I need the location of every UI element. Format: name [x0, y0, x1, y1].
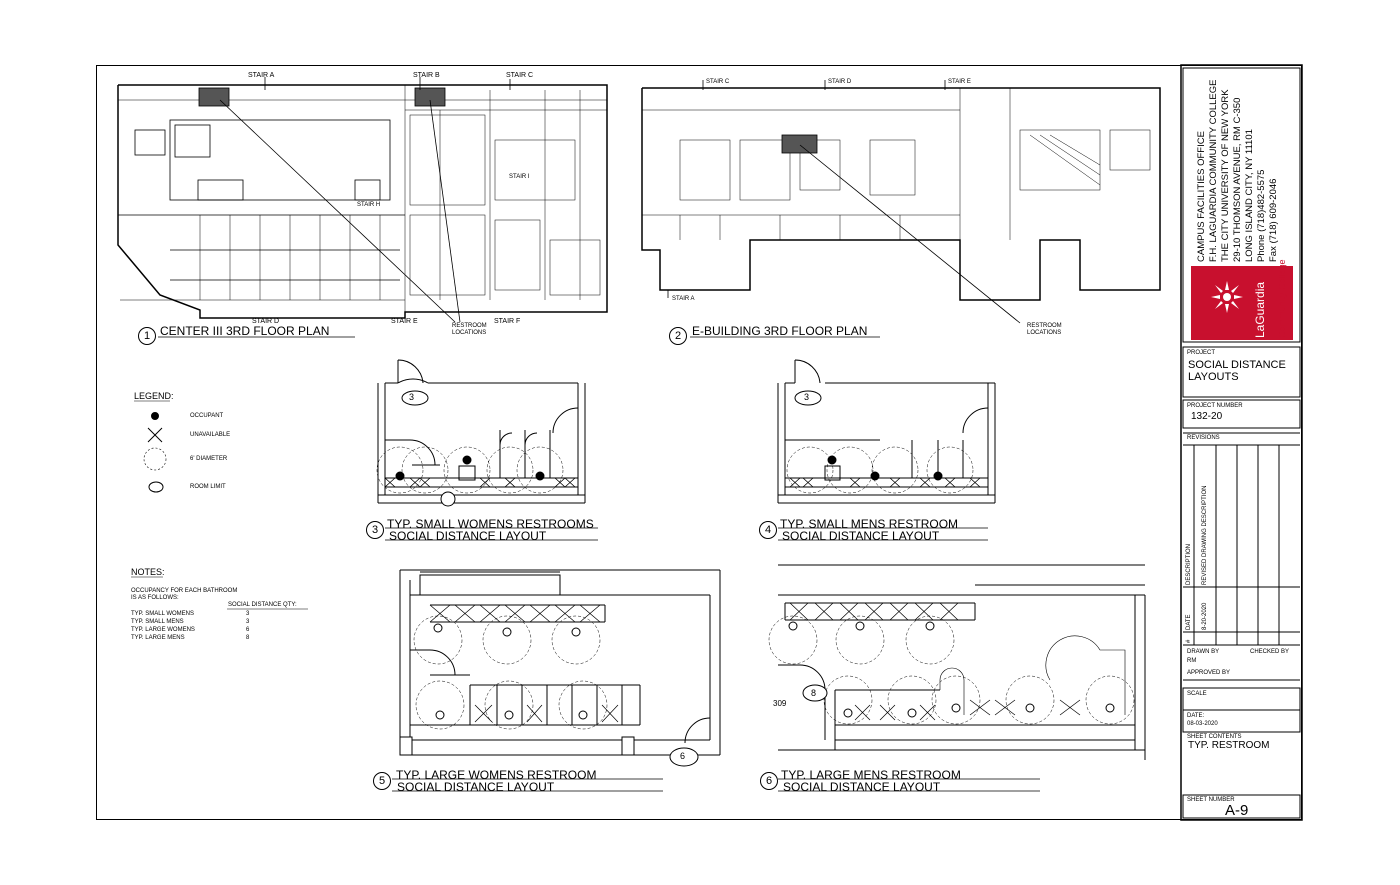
plan-5-room-number: 6	[680, 751, 686, 761]
notes-row-label: TYP. SMALL MENS	[131, 619, 184, 625]
tb-sheet-contents-label: SHEET CONTENTS	[1187, 734, 1242, 740]
e-stair-c-label: STAIR C	[706, 79, 730, 85]
tb-sheet-contents: TYP. RESTROOM	[1188, 740, 1270, 751]
notes-intro-2: IS AS FOLLOWS:	[131, 595, 179, 601]
plan-6-subtitle: SOCIAL DISTANCE LAYOUT	[783, 780, 941, 794]
plan-2-title: E-BUILDING 3RD FLOOR PLAN	[692, 324, 868, 338]
legend-title: LEGEND:	[134, 391, 174, 401]
plan-6-room-number: 8	[811, 688, 817, 698]
tb-address-1: 29-10 THOMSON AVENUE, RM C-350	[1232, 97, 1243, 262]
tb-university: THE CITY UNIVERSITY OF NEW YORK	[1220, 89, 1231, 262]
tb-project-value-2: LAYOUTS	[1188, 371, 1239, 383]
notes-row-label: TYP. LARGE MENS	[131, 635, 185, 641]
tb-revisions-label: REVISIONS	[1187, 435, 1220, 441]
plan-6-room-309: 309	[773, 699, 787, 708]
plan-1-title: CENTER III 3RD FLOOR PLAN	[160, 324, 330, 338]
tb-address-2: LONG ISLAND CITY, NY 11101	[1244, 129, 1255, 262]
tb-approved-by-label: APPROVED BY	[1187, 670, 1231, 676]
legend-unavailable: UNAVAILABLE	[190, 432, 231, 438]
plan-4-number: 4	[759, 521, 777, 539]
stair-f-label: STAIR F	[494, 318, 521, 325]
tb-description-label: DESCRIPTION	[1186, 543, 1192, 585]
plan-5-title: TYP. LARGE WOMENS RESTROOM	[396, 768, 597, 782]
legend-diameter: 6' DIAMETER	[190, 456, 228, 462]
logo-subtext: Community College	[1277, 259, 1287, 338]
stair-d-label: STAIR D	[252, 318, 280, 325]
plan-4-room-number: 3	[804, 392, 810, 402]
tb-sheet-date-label: DATE:	[1187, 713, 1205, 719]
tb-description-value: REVISED DRAWING DESCRIPTION	[1202, 485, 1208, 585]
legend-occupant: OCCUPANT	[190, 413, 224, 419]
plan-3-title: TYP. SMALL WOMENS RESTROOMS	[387, 517, 594, 531]
notes-qty-header: SOCIAL DISTANCE QTY:	[228, 602, 297, 608]
stair-a-label: STAIR A	[248, 72, 275, 79]
tb-project-number: 132-20	[1191, 411, 1223, 422]
notes-row-label: TYP. SMALL WOMENS	[131, 611, 195, 617]
plan-4-subtitle: SOCIAL DISTANCE LAYOUT	[782, 529, 940, 543]
stair-e-label: STAIR E	[391, 318, 418, 325]
legend-room-limit: ROOM LIMIT	[190, 484, 226, 490]
tb-college: F.H. LAGUARDIA COMMUNITY COLLEGE	[1208, 79, 1219, 262]
logo-text: LaGuardia	[1253, 281, 1267, 338]
tb-sheet-number: A-9	[1225, 802, 1249, 819]
plan-4-title: TYP. SMALL MENS RESTROOM	[780, 517, 959, 531]
tb-scale-label: SCALE	[1187, 691, 1207, 697]
tb-drawn-by-label: DRAWN BY	[1187, 649, 1220, 655]
tb-checked-by-label: CHECKED BY	[1250, 649, 1290, 655]
notes-row-qty: 3	[246, 619, 250, 625]
e-stair-a-label: STAIR A	[672, 296, 695, 302]
notes-intro-1: OCCUPANCY FOR EACH BATHROOM	[131, 588, 238, 594]
tb-office: CAMPUS FACILITIES OFFICE	[1196, 131, 1207, 262]
tb-sheet-number-label: SHEET NUMBER	[1187, 797, 1235, 803]
plan-2-number: 2	[669, 327, 687, 345]
tb-fax: Fax (718) 609-2046	[1268, 178, 1279, 262]
tb-project-label: PROJECT	[1187, 350, 1216, 356]
plan-3-room-number: 3	[409, 392, 415, 402]
plan-3-subtitle: SOCIAL DISTANCE LAYOUT	[389, 529, 547, 543]
notes-title: NOTES:	[131, 567, 165, 577]
plan-6-title: TYP. LARGE MENS RESTROOM	[781, 768, 961, 782]
tb-project-number-label: PROJECT NUMBER	[1187, 403, 1243, 409]
stair-b-label: STAIR B	[413, 72, 440, 79]
tb-project-value-1: SOCIAL DISTANCE	[1188, 359, 1286, 371]
e-stair-d-label: STAIR D	[828, 79, 852, 85]
tb-sheet-date: 08-03-2020	[1187, 721, 1218, 727]
stair-i-label: STAIR I	[509, 174, 530, 180]
notes-row-qty: 8	[246, 635, 250, 641]
stair-h-label: STAIR H	[357, 202, 381, 208]
plan-5-subtitle: SOCIAL DISTANCE LAYOUT	[397, 780, 555, 794]
e-stair-e-label: STAIR E	[948, 79, 971, 85]
plan-3-number: 3	[366, 521, 384, 539]
plan-1-number: 1	[138, 327, 156, 345]
tb-date-value: 8-20-2020	[1202, 602, 1208, 630]
notes-row-qty: 3	[246, 611, 250, 617]
tb-hash-label: #	[1186, 639, 1192, 643]
notes-row-label: TYP. LARGE WOMENS	[131, 627, 195, 633]
tb-phone: Phone (718)482-5575	[1256, 169, 1267, 262]
plan-5-number: 5	[373, 772, 391, 790]
tb-drawn-by: RM	[1187, 658, 1197, 664]
tb-date-label: DATE	[1186, 614, 1192, 630]
plan-6-number: 6	[760, 772, 778, 790]
stair-c-label: STAIR C	[506, 72, 534, 79]
notes-row-qty: 6	[246, 627, 250, 633]
